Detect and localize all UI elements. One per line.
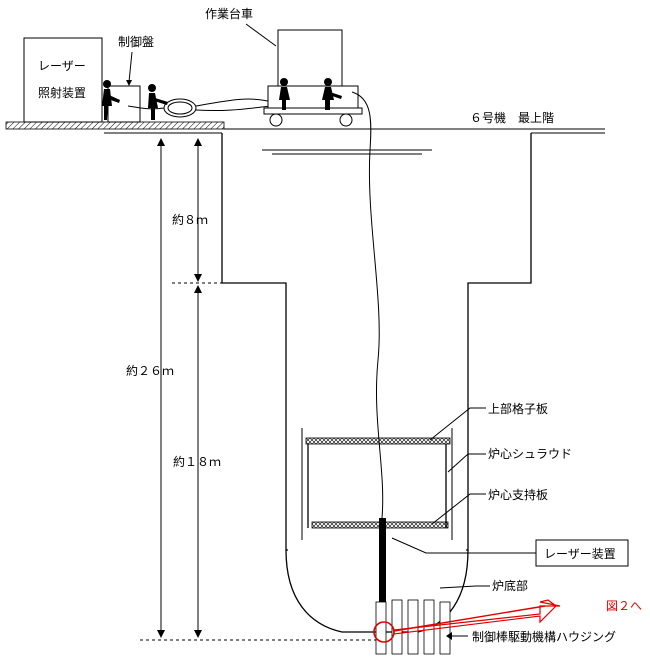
vessel-bottom-label: 炉底部 xyxy=(492,578,528,593)
control-panel-label: 制御盤 xyxy=(118,34,154,49)
dimension-26m: 約２６ｍ xyxy=(126,138,174,638)
dimension-8m: 約８ｍ xyxy=(172,138,208,282)
laser-irradiation-label-2: 照射装置 xyxy=(38,85,86,100)
depth-18m-label: 約１８ｍ xyxy=(173,454,221,469)
cable-coil xyxy=(127,98,273,118)
reactor-well-outline xyxy=(140,133,532,641)
core-shroud-label: 炉心シュラウド xyxy=(488,447,572,461)
worker-figure-2 xyxy=(148,84,168,120)
core-support-plate-label: 炉心支持板 xyxy=(488,487,548,502)
laser-device-label: レーザー装置 xyxy=(544,547,616,561)
worker-figure-3 xyxy=(279,78,290,110)
laser-device-leader xyxy=(391,537,536,554)
depth-26m-label: 約２６ｍ xyxy=(126,363,174,378)
crd-housing-label: 制御棒駆動機構ハウジング xyxy=(472,629,616,644)
laser-irradiation-label-1: レーザー xyxy=(38,59,86,73)
depth-8m-label: 約８ｍ xyxy=(172,212,208,227)
core-shroud xyxy=(301,428,453,540)
core-shroud-leader xyxy=(447,453,486,473)
upper-grid-plate-label: 上部格子板 xyxy=(488,401,548,416)
worker-figure-1 xyxy=(102,80,120,120)
upper-grid-plate xyxy=(305,437,451,445)
work-cart-leader xyxy=(245,23,277,47)
vessel-bottom-leader xyxy=(439,585,490,589)
core-support-plate-leader xyxy=(431,493,486,525)
laser-device-rod xyxy=(379,518,386,624)
work-cart-label: 作業台車 xyxy=(205,6,253,21)
laser-irradiation-device: レーザー 照射装置 xyxy=(23,37,103,123)
water-surface xyxy=(262,149,432,155)
control-panel: 制御盤 xyxy=(107,34,154,123)
worker-figure-4 xyxy=(322,78,342,110)
figure-2-label: 図２へ xyxy=(606,599,642,613)
figure-2-arrow xyxy=(393,599,561,635)
unit-floor-label: ６号機 最上階 xyxy=(470,110,554,125)
upper-grid-plate-leader xyxy=(429,407,486,441)
laser-cable xyxy=(351,91,384,519)
dimension-18m: 約１８ｍ xyxy=(173,285,221,638)
laser-device-label-box xyxy=(535,539,629,567)
control-panel-leader xyxy=(128,51,133,83)
crd-housings xyxy=(375,599,451,655)
work-cart: 作業台車 xyxy=(205,6,363,127)
